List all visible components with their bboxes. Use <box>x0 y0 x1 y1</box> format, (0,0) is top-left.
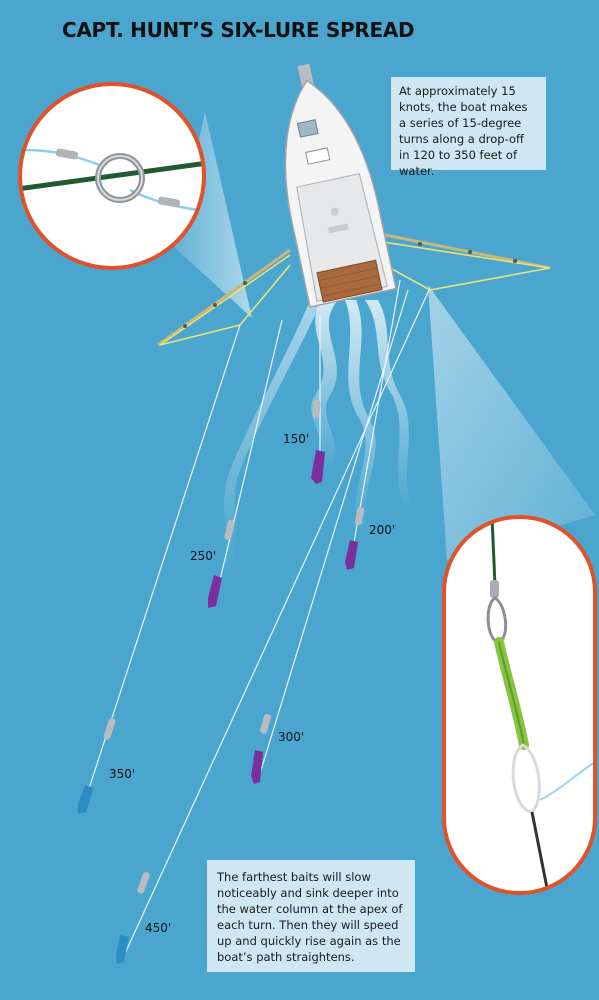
distance-label-350: 350' <box>109 767 136 781</box>
ring-connector-icon <box>18 82 206 270</box>
distance-label-300: 300' <box>278 730 305 744</box>
page-title: CAPT. HUNT’S SIX-LURE SPREAD <box>62 18 415 42</box>
lure-150 <box>311 400 325 484</box>
lure-350 <box>78 718 116 814</box>
fishing-lines <box>81 279 431 961</box>
sportfishing-boat <box>284 63 397 308</box>
lure-200 <box>345 507 365 570</box>
far-baits-note: The farthest baits will slow noticeably … <box>207 860 415 972</box>
distance-label-450: 450' <box>145 921 172 935</box>
lure-450 <box>116 872 150 964</box>
swivel-callout-beam <box>428 285 595 560</box>
distance-label-150: 150' <box>283 432 310 446</box>
snap-swivel-icon <box>442 515 597 895</box>
lure-250 <box>208 519 235 608</box>
distance-label-250: 250' <box>190 549 217 563</box>
lure-300 <box>251 713 271 784</box>
port-outrigger <box>157 248 291 347</box>
distance-label-200: 200' <box>369 523 396 537</box>
boat-wake <box>220 300 412 572</box>
starboard-outrigger <box>369 230 551 291</box>
speed-turns-note: At approximately 15 knots, the boat make… <box>391 77 546 178</box>
